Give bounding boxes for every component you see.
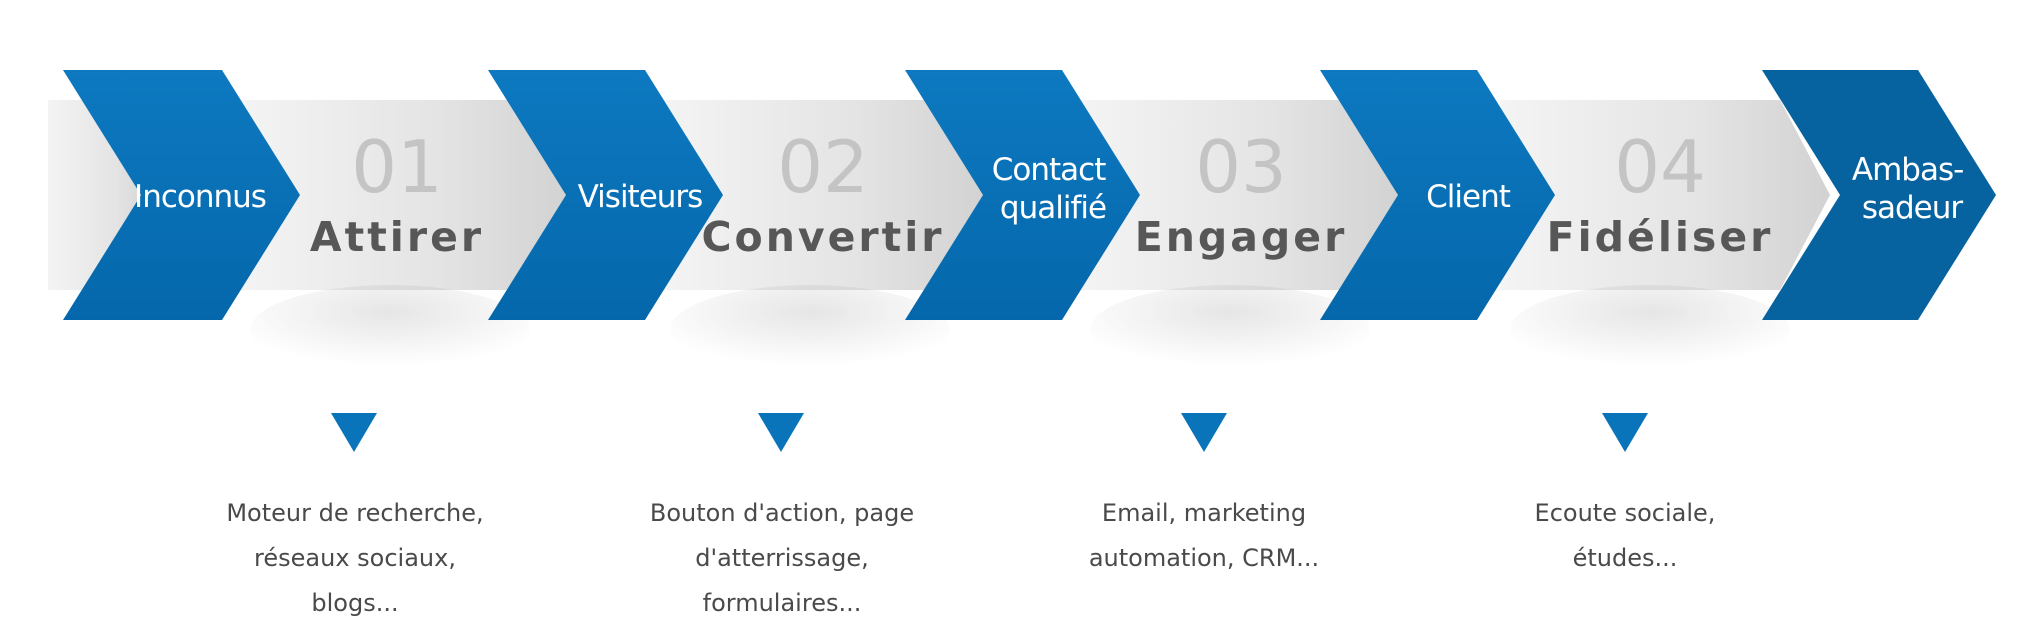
steps: 01 Attirer 02 Convertir 03 Engager 04 Fi… — [310, 125, 1774, 261]
band-shadow — [250, 285, 530, 375]
grey-band-4 — [1500, 100, 1830, 290]
description-line: formulaires... — [702, 589, 862, 617]
chevron-label-ambassadeur: Ambas- sadeur — [1852, 152, 1972, 226]
chevron-contact-qualifie — [905, 70, 1140, 320]
chevron-label-visiteurs: Visiteurs — [578, 179, 703, 215]
grey-band-2 — [660, 100, 985, 290]
step-number-03: 03 — [1195, 125, 1287, 209]
triangle-down-icon — [758, 413, 804, 452]
step-number-01: 01 — [351, 125, 443, 209]
description-line: Email, marketing — [1101, 499, 1307, 527]
markers — [331, 413, 1648, 452]
chevrons — [63, 70, 1996, 320]
grey-band-3 — [1080, 100, 1400, 290]
description-line: Moteur de recherche, — [226, 499, 484, 527]
step-name-fideliser: Fidéliser — [1547, 213, 1774, 261]
band-shadow — [670, 285, 950, 375]
chevron-labels: Inconnus Visiteurs Contact qualifié Clie… — [134, 152, 1972, 226]
grey-bands — [48, 100, 1830, 290]
description-line: études... — [1572, 544, 1678, 572]
step-description-attirer: Moteur de recherche, réseaux sociaux, bl… — [205, 491, 505, 626]
description-line: automation, CRM... — [1088, 544, 1320, 572]
step-description-fideliser: Ecoute sociale, études... — [1475, 491, 1775, 581]
chevron-label-contact-qualifie: Contact qualifié — [992, 152, 1114, 226]
step-number-02: 02 — [777, 125, 869, 209]
chevron-inconnus — [63, 70, 300, 320]
step-number-04: 04 — [1614, 125, 1706, 209]
triangle-down-icon — [1181, 413, 1227, 452]
chevron-label-client: Client — [1426, 179, 1511, 215]
chevron-label-inconnus: Inconnus — [134, 179, 266, 215]
grey-band-1 — [240, 100, 570, 290]
chevron-visiteurs — [488, 70, 723, 320]
step-name-convertir: Convertir — [701, 213, 944, 261]
band-shadow — [1090, 285, 1370, 375]
triangle-down-icon — [331, 413, 377, 452]
step-description-convertir: Bouton d'action, page d'atterrissage, fo… — [632, 491, 932, 626]
description-line: blogs... — [311, 589, 399, 617]
band-shadow — [1510, 285, 1790, 375]
description-line: réseaux sociaux, — [254, 544, 456, 572]
step-name-attirer: Attirer — [310, 213, 484, 261]
step-name-engager: Engager — [1135, 213, 1348, 261]
step-description-engager: Email, marketing automation, CRM... — [1054, 491, 1354, 581]
chevron-client — [1320, 70, 1555, 320]
description-line: Bouton d'action, page — [649, 499, 915, 527]
band-shadows — [250, 285, 1790, 375]
description-line: Ecoute sociale, — [1534, 499, 1716, 527]
chevron-ambassadeur — [1762, 70, 1996, 320]
description-line: d'atterrissage, — [695, 544, 869, 572]
triangle-down-icon — [1602, 413, 1648, 452]
